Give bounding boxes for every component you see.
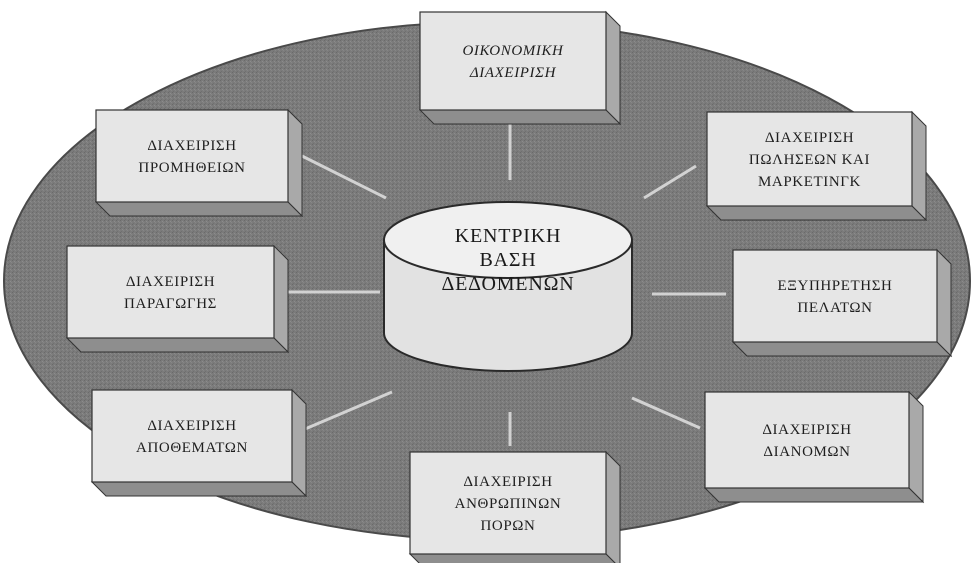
box-front-face	[706, 111, 913, 207]
module-box-distribution: ΔΙΑΧΕΙΡΙΣΗ ΔΙΑΝΟΜΩΝ	[703, 390, 925, 504]
connector-sales-marketing	[643, 164, 697, 200]
module-label-human-resources-line-3: ΠΟΡΩΝ	[481, 518, 536, 534]
db-label-line-3: ΔΕΔΟΜΕΝΩΝ	[442, 273, 575, 295]
module-label-distribution-line-1: ΔΙΑΧΕΙΡΙΣΗ	[762, 422, 851, 438]
box-bottom-face	[65, 337, 290, 353]
central-database: ΚΕΝΤΡΙΚΗ ΒΑΣΗ ΔΕΔΟΜΕΝΩΝ	[383, 201, 633, 372]
box-side-face	[605, 10, 621, 126]
module-label-finance-line-1: ΟΙΚΟΝΟΜΙΚΗ	[462, 43, 564, 59]
connector-inventory	[297, 390, 393, 434]
db-label-line-1: ΚΕΝΤΡΙΚΗ	[455, 225, 561, 247]
box-bottom-face	[703, 487, 925, 503]
module-box-human-resources: ΔΙΑΧΕΙΡΙΣΗ ΑΝΘΡΩΠΙΝΩΝ ΠΟΡΩΝ	[408, 450, 621, 563]
database-cylinder-top	[383, 201, 633, 279]
box-bottom-face	[731, 341, 953, 357]
connector-distribution	[631, 396, 701, 430]
box-bottom-face	[90, 481, 308, 497]
module-label-production-line-1: ΔΙΑΧΕΙΡΙΣΗ	[126, 274, 215, 290]
box-side-face	[911, 110, 927, 222]
box-front-face	[95, 109, 289, 203]
box-side-face	[605, 450, 621, 563]
module-box-procurement: ΔΙΑΧΕΙΡΙΣΗ ΠΡΟΜΗΘΕΙΩΝ	[94, 108, 304, 218]
module-box-sales-marketing: ΔΙΑΧΕΙΡΙΣΗ ΠΩΛΗΣΕΩΝ ΚΑΙ ΜΑΡΚΕΤΙΝΓΚ	[705, 110, 928, 222]
module-box-customer-service: ΕΞΥΠΗΡΕΤΗΣΗ ΠΕΛΑΤΩΝ	[731, 248, 953, 358]
module-label-sales-marketing-line-2: ΠΩΛΗΣΕΩΝ ΚΑΙ	[749, 152, 870, 168]
module-label-customer-service-line-2: ΠΕΛΑΤΩΝ	[797, 300, 872, 316]
module-boxes: ΟΙΚΟΝΟΜΙΚΗ ΔΙΑΧΕΙΡΙΣΗ ΔΙΑΧΕΙΡΙΣΗ ΠΡΟΜΗΘΕΙΩΝ…	[65, 10, 953, 563]
db-label-line-2: ΒΑΣΗ	[479, 249, 536, 271]
box-bottom-face	[418, 109, 622, 125]
module-label-inventory-line-1: ΔΙΑΧΕΙΡΙΣΗ	[147, 418, 236, 434]
module-label-customer-service-line-1: ΕΞΥΠΗΡΕΤΗΣΗ	[778, 278, 893, 294]
box-front-face	[66, 245, 275, 339]
box-front-face	[409, 451, 607, 555]
module-box-inventory: ΔΙΑΧΕΙΡΙΣΗ ΑΠΟΘΕΜΑΤΩΝ	[90, 388, 308, 498]
box-front-face	[91, 389, 293, 483]
module-label-inventory-line-2: ΑΠΟΘΕΜΑΤΩΝ	[136, 440, 248, 456]
module-label-finance-line-2: ΔΙΑΧΕΙΡΙΣΗ	[469, 65, 557, 81]
module-label-human-resources-line-1: ΔΙΑΧΕΙΡΙΣΗ	[463, 474, 552, 490]
module-label-human-resources-line-2: ΑΝΘΡΩΠΙΝΩΝ	[455, 496, 562, 512]
box-front-face	[732, 249, 938, 343]
connector-procurement	[289, 148, 387, 200]
module-box-finance: ΟΙΚΟΝΟΜΙΚΗ ΔΙΑΧΕΙΡΙΣΗ	[418, 10, 622, 126]
box-bottom-face	[705, 205, 928, 221]
box-bottom-face	[408, 553, 616, 563]
module-label-sales-marketing-line-3: ΜΑΡΚΕΤΙΝΓΚ	[758, 174, 861, 190]
module-label-procurement-line-2: ΠΡΟΜΗΘΕΙΩΝ	[138, 160, 245, 176]
box-side-face	[273, 244, 289, 354]
module-label-distribution-line-2: ΔΙΑΝΟΜΩΝ	[763, 444, 850, 460]
box-bottom-face	[94, 201, 304, 217]
connector-lines	[282, 114, 726, 446]
module-label-sales-marketing-line-1: ΔΙΑΧΕΙΡΙΣΗ	[765, 130, 854, 146]
box-side-face	[936, 248, 952, 358]
module-label-production-line-2: ΠΑΡΑΓΩΓΗΣ	[124, 296, 217, 312]
module-box-production: ΔΙΑΧΕΙΡΙΣΗ ΠΑΡΑΓΩΓΗΣ	[65, 244, 290, 354]
module-label-procurement-line-1: ΔΙΑΧΕΙΡΙΣΗ	[147, 138, 236, 154]
box-side-face	[287, 108, 303, 218]
box-front-face	[419, 11, 607, 111]
box-side-face	[291, 388, 307, 498]
box-front-face	[704, 391, 910, 489]
box-side-face	[908, 390, 924, 504]
